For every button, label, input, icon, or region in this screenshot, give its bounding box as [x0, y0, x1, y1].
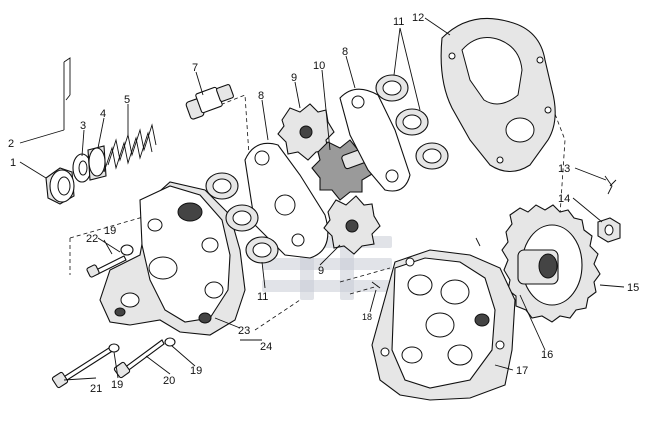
callout-8-left: 8	[258, 90, 264, 102]
callout-13: 13	[558, 163, 570, 175]
fitting-part-7	[185, 84, 234, 120]
callout-leader-lines	[19, 17, 625, 381]
callout-16: 16	[541, 349, 553, 361]
bushing-part-11-a	[205, 172, 239, 200]
callout-19-bottom-right: 19	[190, 365, 202, 377]
pin-part-18	[371, 237, 481, 289]
gear-part-9-bottom	[323, 195, 381, 255]
bolt-part-21	[51, 345, 115, 389]
bushing-part-11-e	[395, 108, 429, 136]
pin-part-2	[63, 57, 71, 130]
washer-part-19-c	[164, 337, 176, 347]
callout-15: 15	[627, 282, 639, 294]
callout-18: 18	[362, 312, 372, 322]
callout-19-top: 19	[104, 225, 116, 237]
bolt-part-20	[113, 339, 165, 379]
callout-9-top: 9	[291, 72, 297, 84]
callout-20: 20	[163, 375, 175, 387]
bushing-part-11-b	[225, 204, 259, 232]
plate-part-8-right	[339, 88, 411, 192]
gasket-part-12	[440, 17, 556, 173]
callout-2: 2	[8, 138, 14, 150]
callout-19-bottom-left: 19	[111, 379, 123, 391]
callout-17: 17	[516, 365, 528, 377]
callout-7: 7	[192, 62, 198, 74]
callout-21: 21	[90, 383, 102, 395]
callout-11-top: 11	[393, 16, 404, 28]
housing-part-17	[371, 249, 516, 401]
nut-part-14	[597, 217, 621, 243]
bushing-part-11-d	[375, 74, 409, 102]
callout-11-bottom: 11	[257, 291, 268, 303]
callout-23: 23	[238, 325, 250, 337]
callout-22: 22	[86, 233, 98, 245]
plate-part-8-left	[244, 142, 329, 259]
bolt-part-22	[86, 255, 127, 278]
gear-part-9-top	[277, 103, 335, 161]
callout-14: 14	[558, 193, 570, 205]
washer-part-19-b	[108, 343, 120, 353]
callout-1: 1	[10, 157, 16, 169]
valve-part-4	[87, 145, 107, 181]
cotter-pin-part-13	[604, 175, 617, 195]
bushing-part-11-c	[245, 236, 279, 264]
relief-valve-plug-part-1	[45, 167, 75, 205]
callout-8-right: 8	[342, 46, 348, 58]
bushing-part-11-f	[415, 142, 449, 170]
callout-3: 3	[80, 120, 86, 132]
callout-10: 10	[313, 60, 325, 72]
callout-12: 12	[412, 12, 424, 24]
spring-part-5	[103, 123, 157, 173]
washer-part-19-a	[120, 244, 134, 256]
sealing-washer-part-3	[72, 153, 92, 183]
pump-body-part-23	[99, 181, 246, 336]
callout-24: 24	[260, 341, 272, 353]
drive-gear-part-15	[501, 204, 601, 323]
callout-4: 4	[100, 108, 106, 120]
callout-9-bottom: 9	[318, 265, 324, 277]
callout-5: 5	[124, 94, 130, 106]
callout-labels: 1 2 3 4 5 7 8 9 10 8 11 12 13 14 15 16 1…	[8, 12, 639, 395]
